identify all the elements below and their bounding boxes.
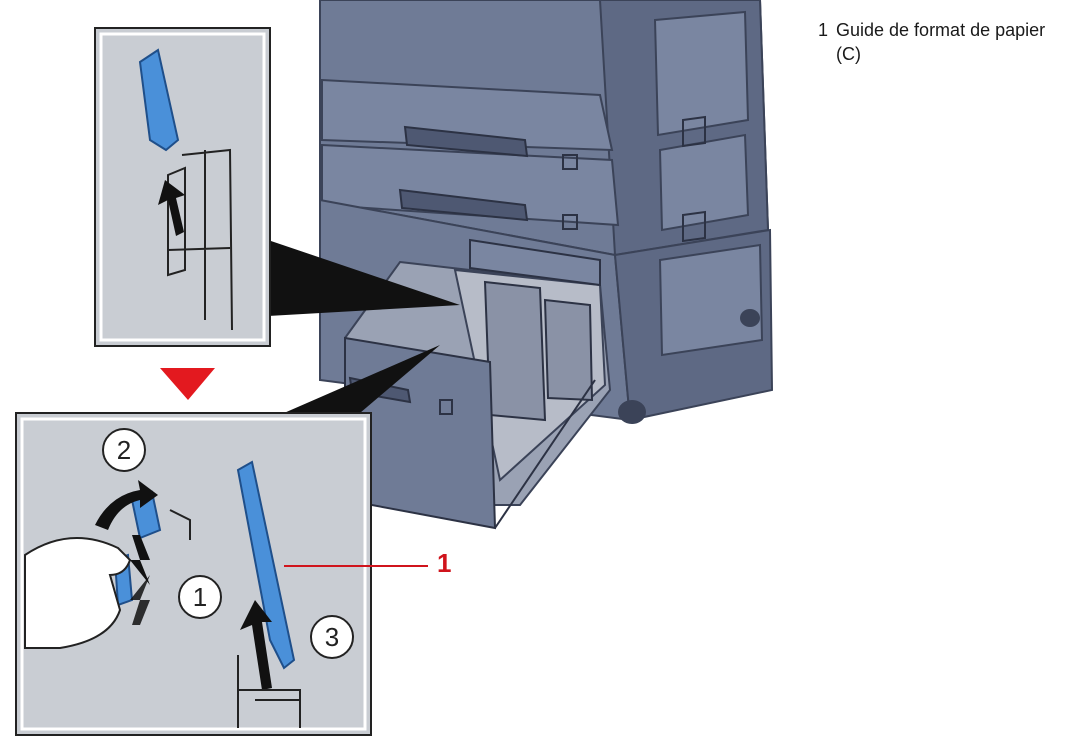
detail-panel-top (94, 27, 271, 347)
arrow-up-icon (240, 600, 272, 690)
legend: 1 Guide de format de papier (C) (818, 18, 1058, 66)
arrow-up-icon (158, 180, 185, 236)
printer-illustration (319, 0, 774, 530)
detail-panel-bottom (15, 412, 372, 736)
hand-illustration (24, 537, 132, 649)
step-2-marker: 2 (102, 428, 146, 472)
legend-item: 1 Guide de format de papier (C) (818, 18, 1058, 66)
paper-size-guide-blue-large (236, 460, 296, 670)
legend-item-number: 1 (818, 20, 829, 40)
arrow-down-icon (160, 368, 215, 400)
paper-size-guide-blue (138, 48, 180, 152)
step-1-marker: 1 (178, 575, 222, 619)
legend-item-label: Guide de format de papier (C) (836, 20, 1046, 64)
step-3-marker: 3 (310, 615, 354, 659)
callout-number: 1 (437, 548, 452, 578)
